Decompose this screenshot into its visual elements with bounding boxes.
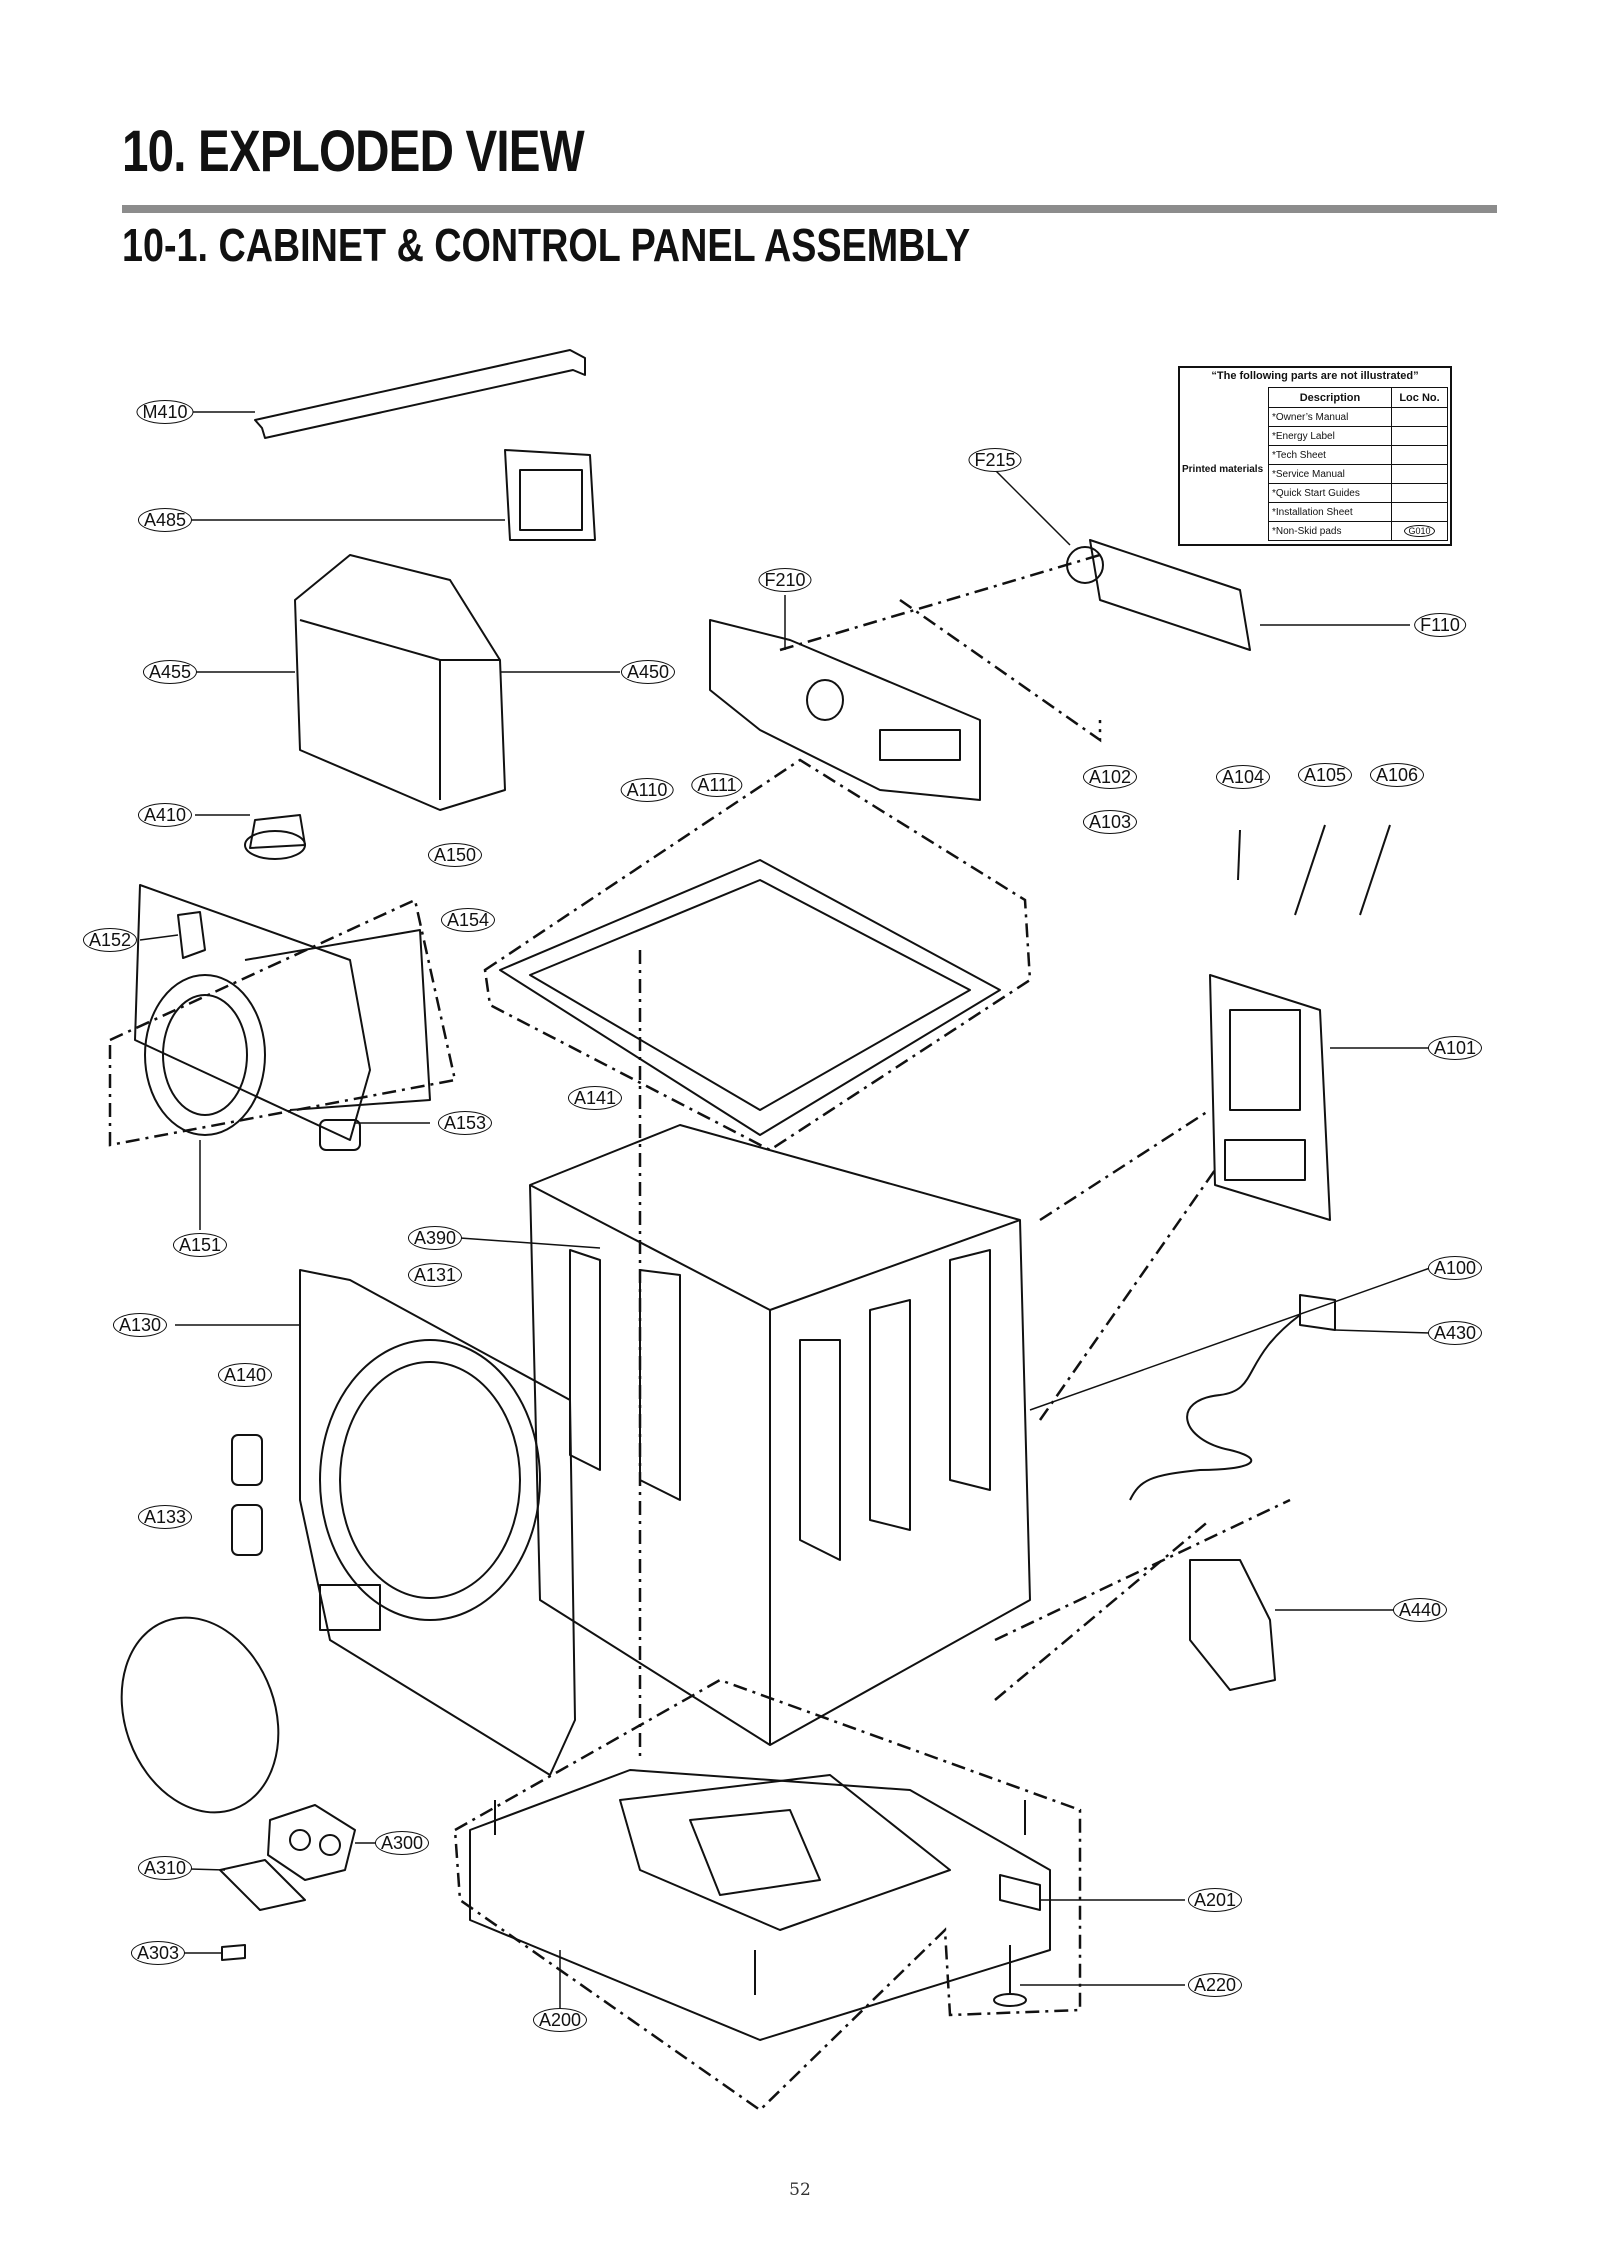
callout-A153: A153 bbox=[437, 1111, 493, 1135]
callout-A141: A141 bbox=[567, 1086, 623, 1110]
callout-F210: F210 bbox=[758, 568, 812, 592]
callout-A201: A201 bbox=[1187, 1888, 1243, 1912]
callout-A110: A110 bbox=[620, 778, 674, 802]
title-rule bbox=[122, 205, 1497, 213]
callout-A101: A101 bbox=[1427, 1036, 1483, 1060]
callout-A100: A100 bbox=[1427, 1256, 1483, 1280]
row-loc bbox=[1391, 426, 1448, 446]
callout-F215: F215 bbox=[968, 448, 1022, 472]
callout-A152: A152 bbox=[82, 928, 138, 952]
row-description: *Installation Sheet bbox=[1268, 502, 1392, 522]
parts-grid: Description Loc No. *Owner’s Manual *Ene… bbox=[1268, 387, 1448, 541]
callout-A130: A130 bbox=[112, 1313, 168, 1337]
table-row: *Quick Start Guides bbox=[1268, 483, 1448, 503]
callout-A455: A455 bbox=[142, 660, 198, 684]
table-row: *Tech Sheet bbox=[1268, 445, 1448, 465]
callout-A102: A102 bbox=[1082, 765, 1138, 789]
row-loc bbox=[1391, 407, 1448, 427]
row-description: *Service Manual bbox=[1268, 464, 1392, 484]
table-row: *Service Manual bbox=[1268, 464, 1448, 484]
callout-A430: A430 bbox=[1427, 1321, 1483, 1345]
row-loc bbox=[1391, 502, 1448, 522]
group-label: Printed materials bbox=[1182, 464, 1264, 475]
callout-A104: A104 bbox=[1215, 765, 1271, 789]
section-title: 10. EXPLODED VIEW bbox=[122, 119, 585, 184]
table-caption: “The following parts are not illustrated… bbox=[1211, 370, 1419, 382]
subsection-title: 10-1. CABINET & CONTROL PANEL ASSEMBLY bbox=[122, 219, 971, 271]
callout-A310: A310 bbox=[137, 1856, 193, 1880]
callout-A300: A300 bbox=[374, 1831, 430, 1855]
row-description: *Tech Sheet bbox=[1268, 445, 1392, 465]
callout-A200: A200 bbox=[532, 2008, 588, 2032]
callout-A150: A150 bbox=[427, 843, 483, 867]
row-description: *Quick Start Guides bbox=[1268, 483, 1392, 503]
table-row: *Owner’s Manual bbox=[1268, 407, 1448, 427]
callout-A410: A410 bbox=[137, 803, 193, 827]
callout-A440: A440 bbox=[1392, 1598, 1448, 1622]
callout-A105: A105 bbox=[1297, 763, 1353, 787]
callout-A140: A140 bbox=[217, 1363, 273, 1387]
row-description: *Energy Label bbox=[1268, 426, 1392, 446]
table-row: *Energy Label bbox=[1268, 426, 1448, 446]
parts-not-illustrated-table: “The following parts are not illustrated… bbox=[1178, 366, 1452, 546]
callout-A106: A106 bbox=[1369, 763, 1425, 787]
callout-A111: A111 bbox=[691, 773, 743, 797]
callout-A450: A450 bbox=[620, 660, 676, 684]
header-description: Description bbox=[1268, 387, 1392, 408]
row-loc bbox=[1391, 445, 1448, 465]
page-number: 52 bbox=[789, 2180, 811, 2200]
row-loc: G010 bbox=[1391, 521, 1448, 541]
table-row: *Non-Skid pads G010 bbox=[1268, 521, 1448, 541]
callout-A131: A131 bbox=[407, 1263, 463, 1287]
callout-A390: A390 bbox=[407, 1226, 463, 1250]
callout-A133: A133 bbox=[137, 1505, 193, 1529]
row-description: *Owner’s Manual bbox=[1268, 407, 1392, 427]
callout-A220: A220 bbox=[1187, 1973, 1243, 1997]
row-loc bbox=[1391, 483, 1448, 503]
callout-A154: A154 bbox=[440, 908, 496, 932]
loc-badge: G010 bbox=[1404, 525, 1435, 537]
header-loc: Loc No. bbox=[1391, 387, 1448, 408]
callout-A303: A303 bbox=[130, 1941, 186, 1965]
callout-A485: A485 bbox=[137, 508, 193, 532]
row-loc bbox=[1391, 464, 1448, 484]
callout-A103: A103 bbox=[1082, 810, 1138, 834]
callout-F110: F110 bbox=[1414, 613, 1466, 637]
row-description: *Non-Skid pads bbox=[1268, 521, 1392, 541]
callout-M410: M410 bbox=[136, 400, 194, 424]
table-row: *Installation Sheet bbox=[1268, 502, 1448, 522]
callout-A151: A151 bbox=[172, 1233, 228, 1257]
